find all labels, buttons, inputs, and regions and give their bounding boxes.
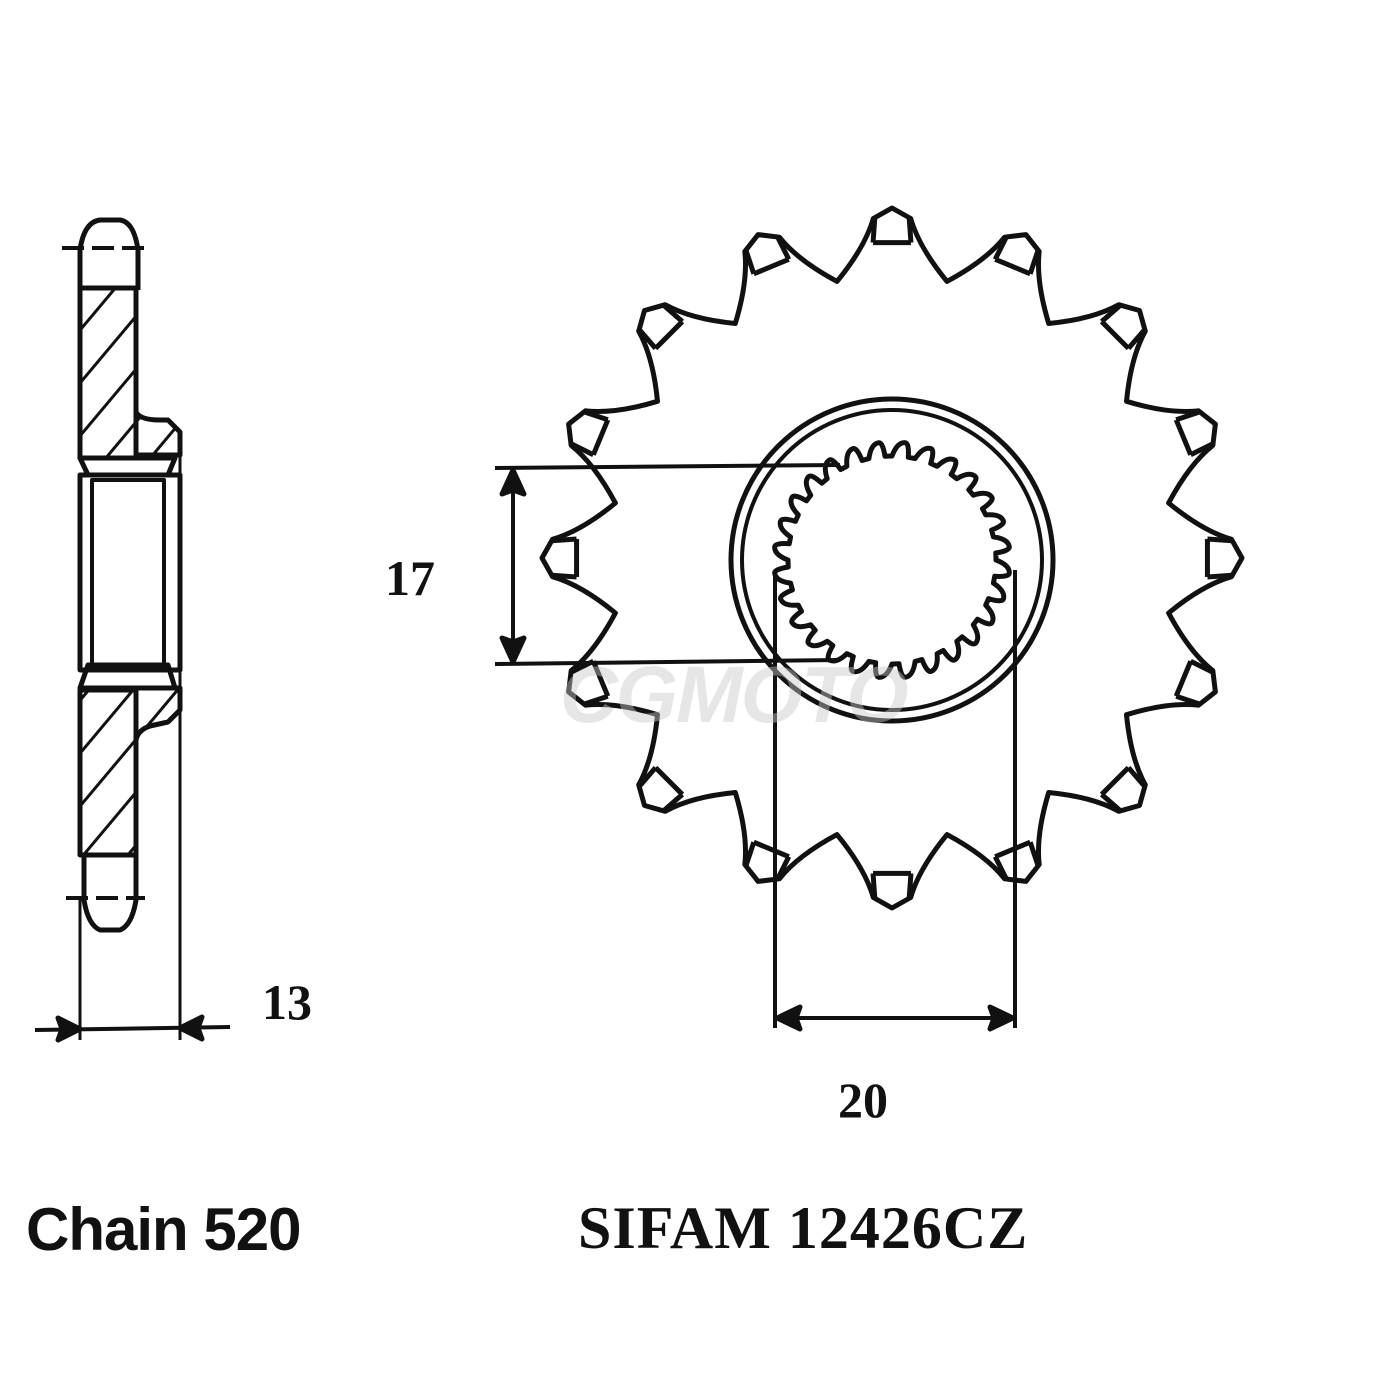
side-view: [34, 217, 231, 1043]
tooth-tip-flank: [1100, 302, 1148, 350]
tooth-tip-flank: [1207, 536, 1234, 580]
tooth-tip-mark: [1099, 765, 1131, 797]
tooth-tip-mark: [1173, 418, 1193, 456]
front-view: [494, 205, 1245, 1032]
tooth-tip-mark: [591, 418, 611, 456]
tooth-tip-mark: [1173, 660, 1193, 698]
tooth-tip-flank: [1175, 658, 1216, 707]
dim-20-arrow-left: [774, 1004, 803, 1032]
dim-20-arrow-right: [987, 1004, 1016, 1032]
tooth-tip-marks: [550, 216, 1234, 900]
tooth-tip-flank: [1100, 766, 1148, 814]
tooth-tip-mark: [653, 765, 685, 797]
tooth-tip-flank: [870, 216, 914, 243]
side-lower-plate: [77, 687, 139, 858]
chain-size-label: Chain 520: [26, 1196, 301, 1263]
dim-17-arrow-bottom: [499, 635, 527, 665]
sprocket-outline: [539, 205, 1245, 911]
side-bottom-tooth: [81, 855, 139, 933]
dimension-13-label: 13: [262, 974, 312, 1030]
tooth-tip-flank: [743, 234, 792, 275]
dimension-20-label: 20: [838, 1072, 888, 1128]
tooth-tip-flank: [1175, 409, 1216, 458]
side-upper-hub-step: [133, 395, 183, 458]
tooth-tip-flank: [636, 766, 684, 814]
tooth-tip-flank: [743, 841, 792, 882]
dimension-17-label: 17: [385, 550, 435, 606]
dim-13-arrow-left: [55, 1015, 83, 1043]
tooth-tip-mark: [653, 319, 685, 351]
tooth-tip-mark: [1099, 319, 1131, 351]
dim-17-lower-ext: [494, 658, 841, 666]
side-bore-inner: [90, 478, 166, 667]
tooth-tip-mark: [752, 839, 790, 859]
tooth-tip-mark: [994, 839, 1032, 859]
tooth-tip-flank: [550, 536, 577, 580]
tooth-tip-flank: [992, 234, 1041, 275]
part-number-label: SIFAM 12426CZ: [578, 1195, 1029, 1261]
tooth-tip-flank: [870, 873, 914, 900]
dim-13-arrow-right: [177, 1014, 205, 1042]
dim-17-arrow-top: [499, 467, 527, 497]
side-top-tooth: [77, 217, 141, 290]
side-upper-chamfer: [77, 455, 178, 478]
hub-inner-circle: [740, 408, 1044, 712]
watermark: CGMOTO: [560, 650, 909, 739]
tooth-tip-flank: [568, 409, 609, 458]
tooth-tip-mark: [994, 257, 1032, 277]
hub-outer-circle: [728, 396, 1056, 724]
dim-17-upper-ext: [494, 463, 841, 470]
tooth-tip-flank: [636, 302, 684, 350]
tooth-tip-mark: [591, 660, 611, 698]
side-lower-hub-step: [133, 685, 183, 743]
side-upper-plate: [77, 285, 139, 461]
spline-outline: [772, 440, 1012, 680]
tooth-tip-mark: [752, 257, 790, 277]
tooth-tip-flank: [992, 841, 1041, 882]
